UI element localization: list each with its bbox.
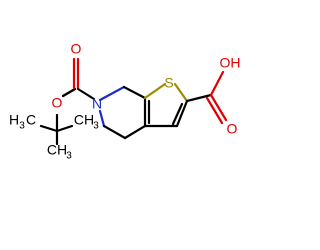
acid-carbonyl-oxygen-label: O	[227, 121, 238, 137]
bond-acid-hydroxyl	[209, 70, 225, 97]
hydroxyl-label: OH	[220, 55, 241, 71]
bond-sulfur-to-fusion-carbon	[143, 82, 167, 100]
bond-tertbutyl-center-to-right-methyl	[55, 124, 74, 133]
nitrogen-label: N	[92, 96, 102, 112]
bond-acid-carbonyl-2	[205, 96, 224, 125]
bond-ch2-to-fusion-carbon	[123, 124, 147, 140]
bond-acid-carbonyl-1	[209, 93, 228, 122]
boc-carbonyl-oxygen-label: O	[71, 41, 82, 57]
center-methyl-ch-label: CH	[47, 142, 67, 158]
right-methyl-ch-label: CH	[74, 112, 94, 128]
ester-oxygen-label: O	[52, 95, 63, 111]
bond-top-ch2-to-fusion-carbon	[122, 85, 147, 100]
bond-nitrogen-to-ch2-top	[98, 85, 126, 102]
center-methyl-subscript: 3	[66, 151, 72, 162]
bond-c2-to-c3-double-inner	[171, 102, 184, 126]
bond-c2-to-acid-carbon	[185, 93, 213, 103]
bond-nitrogen-to-ch2-bottom	[98, 109, 106, 128]
bond-carbamate-carbon-to-nitrogen	[76, 87, 96, 101]
sulfur-label: S	[164, 75, 173, 91]
bond-ch2-bottom-to-ch2	[102, 124, 127, 140]
bond-tertbutyl-center-to-left-methyl	[39, 124, 59, 133]
right-methyl-subscript: 3	[93, 121, 99, 132]
bond-group	[39, 57, 228, 146]
chemical-structure-diagram: S OH N O O O H 3 C CH 3 CH 3	[9, 41, 241, 162]
bond-c2-to-c3-double-outer	[175, 99, 189, 128]
left-methyl-c-label: C	[26, 112, 36, 128]
bond-carbamate-carbon-to-ester-oxygen	[61, 87, 77, 98]
left-methyl-h-label: H	[9, 112, 19, 128]
left-methyl-h3-subscript: 3	[19, 121, 25, 132]
bond-sulfur-to-c2	[173, 82, 189, 103]
atom-labels: S OH N O O O H 3 C CH 3 CH 3	[9, 41, 241, 162]
